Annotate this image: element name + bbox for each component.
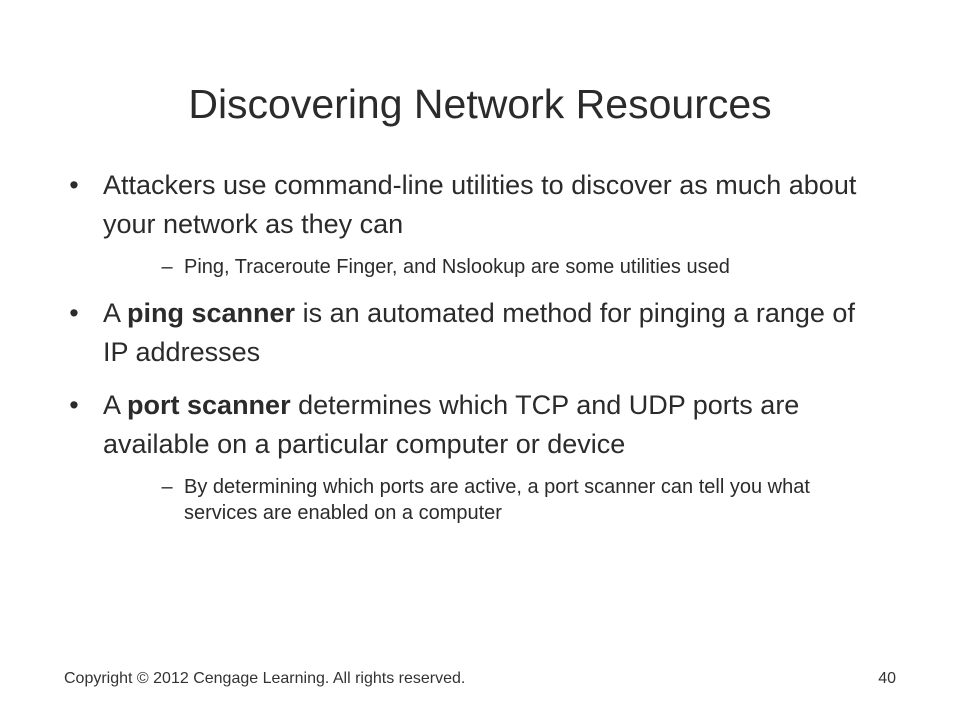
bullet-text-lead: A (103, 298, 128, 328)
bullet-marker: • (69, 298, 79, 328)
sub-bullet-marker: – (161, 256, 173, 278)
sub-bullet-item: – Ping, Traceroute Finger, and Nslookup … (103, 254, 884, 280)
bullet-item: • Attackers use command-line utilities t… (64, 166, 884, 280)
bullet-text-lead: A (103, 390, 128, 420)
bullet-text-rest: is an automated method for pinging a ran… (103, 298, 855, 367)
bullet-term: port scanner (127, 390, 291, 420)
page-number: 40 (878, 670, 896, 687)
bullet-list: • Attackers use command-line utilities t… (64, 166, 884, 526)
sub-bullet-marker: – (161, 476, 173, 498)
bullet-text-rest: determines which TCP and UDP ports are a… (103, 390, 800, 459)
copyright-footer: Copyright © 2012 Cengage Learning. All r… (64, 670, 466, 687)
sub-bullet-list: – By determining which ports are active,… (103, 474, 884, 526)
bullet-term: ping scanner (127, 298, 296, 328)
slide-title: Discovering Network Resources (188, 81, 772, 127)
sub-bullet-text: By determining which ports are active, a… (184, 476, 810, 524)
sub-bullet-list: – Ping, Traceroute Finger, and Nslookup … (103, 254, 884, 280)
bullet-marker: • (69, 170, 79, 200)
sub-bullet-text: Ping, Traceroute Finger, and Nslookup ar… (184, 256, 730, 278)
bullet-text: Attackers use command-line utilities to … (103, 170, 857, 239)
bullet-item: • A ping scanner is an automated method … (64, 294, 884, 372)
bullet-item: • A port scanner determines which TCP an… (64, 386, 884, 526)
bullet-marker: • (69, 390, 79, 420)
sub-bullet-item: – By determining which ports are active,… (103, 474, 884, 526)
